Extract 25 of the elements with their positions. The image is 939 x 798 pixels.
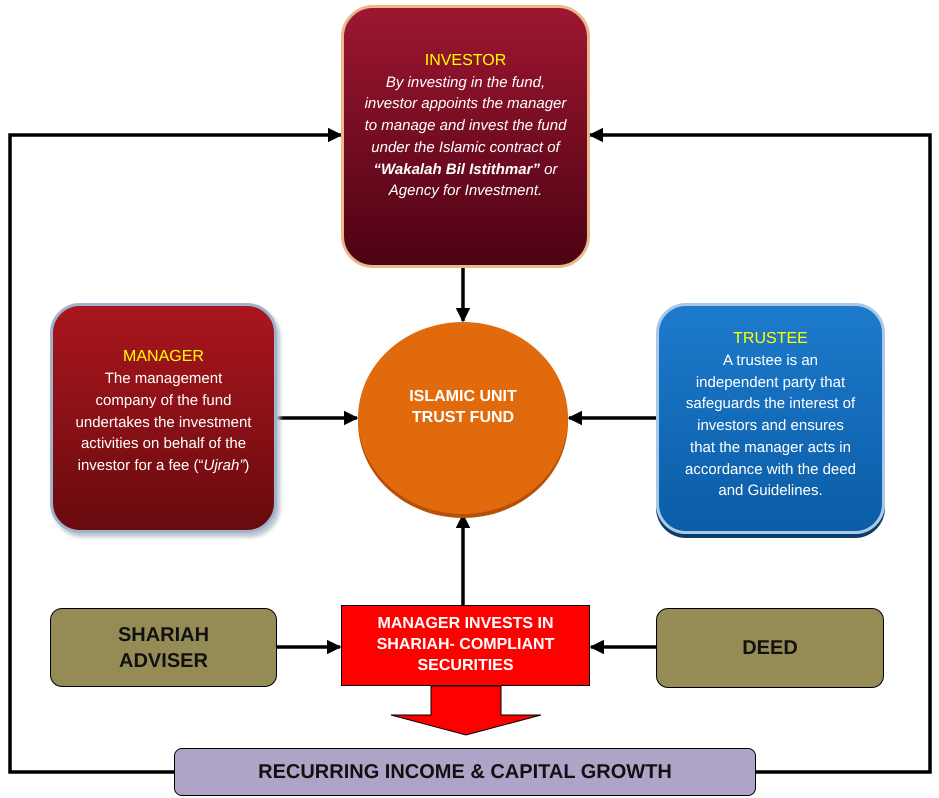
arrow [590,640,656,654]
rounded-box [341,5,590,268]
node-title: TRUSTEE [733,328,808,349]
node-label: SHARIAH ADVISER [116,622,210,674]
arrow [277,640,342,654]
node-label: RECURRING INCOME & CAPITAL GROWTH [258,760,672,785]
arrow [456,268,470,322]
node-description: The management company of the fund undertakes the investment activities on behalf of the investor for a fee (“Ujrah”) [74,369,252,476]
node-title: INVESTOR [424,50,506,71]
process-box [341,605,590,686]
node-description: A trustee is an independent party that safeguards the interest of investors and ensures that the manager acts in accordance with the deed and Guidelines. [684,350,857,502]
block-arrow [390,686,542,736]
arrow [8,128,342,774]
arrow [277,410,358,426]
rounded-box [50,608,277,687]
arrow [568,410,656,426]
node-title: MANAGER [123,347,204,368]
rounded-box [50,303,277,533]
node-label: ISLAMIC UNIT TRUST FUND [408,387,518,428]
arrow [588,128,932,774]
node-label: DEED [742,636,798,661]
node-description: By investing in the fund, investor appoints the manager to manage and invest the fund under the Islamic contract of “Wakalah Bil Istithmar” or Agency for Investment. [364,72,567,202]
result-box [174,748,756,796]
rounded-box [656,608,884,688]
node-label: MANAGER INVESTS IN SHARIAH- COMPLIANT SECURITIES [376,614,556,676]
